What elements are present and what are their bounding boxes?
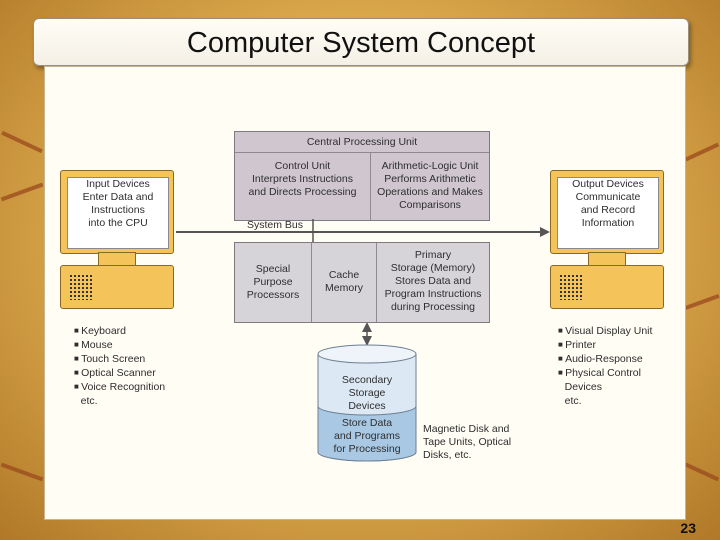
list-item: Physical Control [558,366,652,380]
list-item: Mouse [74,338,165,352]
output-screen: Output Devices Communicate and Record In… [557,177,659,249]
bus-arrowhead-right [540,227,550,237]
secondary-storage-description: Store Data and Programs for Processing [333,417,401,455]
list-item: Devices [564,381,603,393]
cpu-divider [370,152,371,220]
list-item: Keyboard [74,324,165,338]
storage-cylinder-icon [317,344,417,462]
input-screen: Input Devices Enter Data and Instruction… [67,177,169,249]
output-device-list: Visual Display Unit Printer Audio-Respon… [558,324,653,408]
slide-title: Computer System Concept [186,27,536,59]
list-item: Touch Screen [74,352,165,366]
output-monitor: Output Devices Communicate and Record In… [550,170,664,254]
memory-divider [311,243,312,322]
cache-memory: Cache Memory [325,269,363,294]
list-item: Voice Recognition [74,380,165,394]
output-keyboard [550,265,664,309]
list-item: Audio-Response [558,352,652,366]
control-unit: Control Unit Interprets Instructions and… [248,160,357,198]
cpu-title: Central Processing Unit [235,132,489,153]
secondary-storage-label: Secondary Storage Devices [341,374,393,412]
primary-storage: Primary Storage (Memory) Stores Data and… [384,249,482,313]
list-item: Optical Scanner [74,366,165,380]
memory-divider [376,243,377,322]
output-monitor-stand [588,252,626,266]
special-purpose-processors: Special Purpose Processors [246,263,300,301]
keypad-icon [69,274,93,300]
storage-arrowhead-down [362,336,372,346]
system-bus-label: System Bus [247,219,304,231]
list-item: etc. [80,395,98,407]
input-device-list: Keyboard Mouse Touch Screen Optical Scan… [74,324,165,408]
memory-box: Special Purpose Processors Cache Memory … [234,242,490,323]
system-bus-line [176,231,548,233]
storage-media-note: Magnetic Disk and Tape Units, Optical Di… [423,423,512,461]
keypad-icon [559,274,583,300]
list-item: Visual Display Unit [558,324,652,338]
input-monitor: Input Devices Enter Data and Instruction… [60,170,174,254]
arithmetic-logic-unit: Arithmetic-Logic Unit Performs Arithmeti… [377,160,483,211]
input-monitor-stand [98,252,136,266]
list-item: etc. [564,395,582,407]
cpu-box: Central Processing Unit Control Unit Int… [234,131,490,221]
list-item: Printer [558,338,652,352]
storage-arrowhead-up [362,322,372,332]
page-number: 23 [680,520,696,536]
input-keyboard [60,265,174,309]
title-bar: Computer System Concept [33,18,689,66]
